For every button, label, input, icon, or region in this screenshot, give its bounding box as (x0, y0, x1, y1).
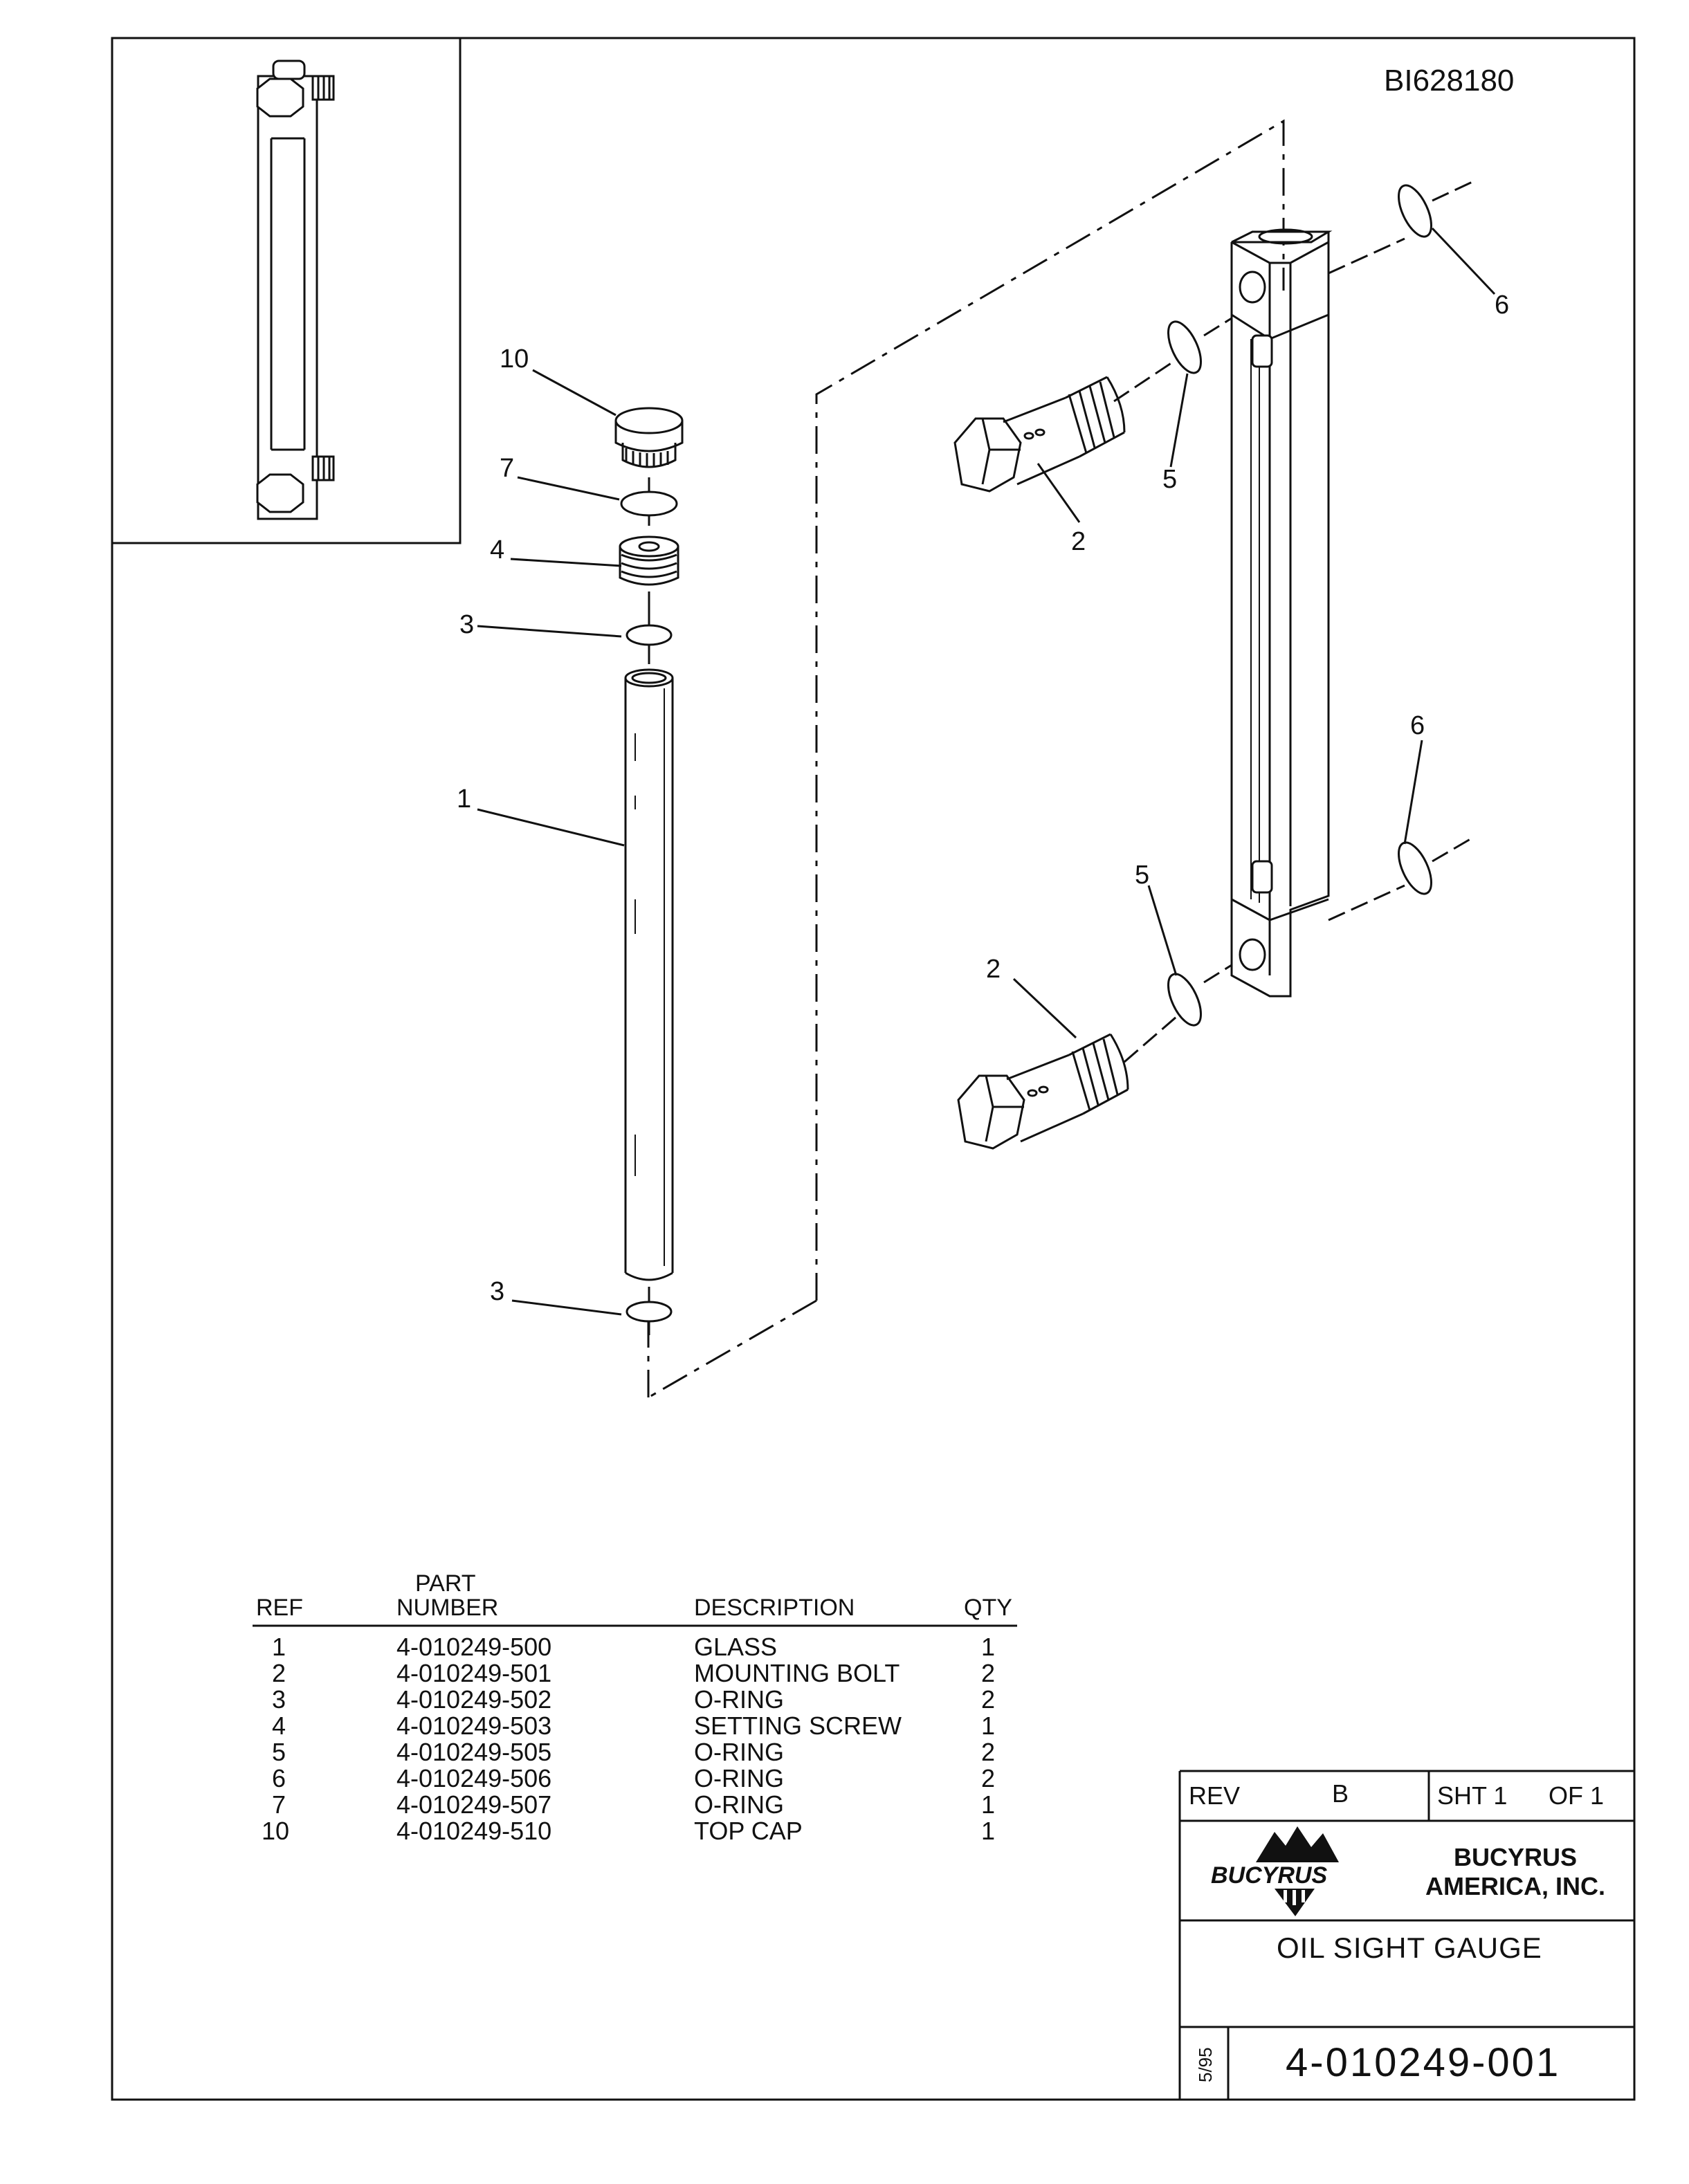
description-cell: O-RING (694, 1685, 784, 1714)
header-part-bottom: NUMBER (396, 1595, 499, 1621)
callout-2-top: 2 (1071, 527, 1086, 556)
description-cell: O-RING (694, 1738, 784, 1766)
callout-3-top: 3 (459, 610, 475, 639)
callout-4: 4 (490, 535, 505, 565)
part-number-cell: 4-010249-505 (396, 1738, 552, 1766)
part-number-cell: 4-010249-506 (396, 1764, 552, 1792)
leader-lines (477, 227, 1496, 1316)
ref-cell: 7 (272, 1790, 286, 1819)
o-ring-3-top (626, 624, 673, 646)
part-number-cell: 4-010249-501 (396, 1659, 552, 1687)
setting-screw (619, 535, 679, 586)
part-number-cell: 4-010249-503 (396, 1712, 552, 1740)
ref-cell: 2 (272, 1659, 286, 1687)
header-description: DESCRIPTION (694, 1595, 855, 1621)
part-number-cell: 4-010249-500 (396, 1633, 552, 1661)
ref-cell: 1 (272, 1633, 286, 1661)
sheet-number: SHT 1 (1437, 1781, 1508, 1810)
ref-cell: 5 (272, 1738, 286, 1766)
ref-cell: 6 (272, 1764, 286, 1792)
qty-cell: 1 (981, 1790, 996, 1819)
callout-1: 1 (457, 784, 472, 814)
company-line-1: BUCYRUS (1453, 1843, 1577, 1871)
o-ring-6-bottom (1398, 841, 1432, 895)
callout-6-bottom: 6 (1410, 711, 1425, 740)
company-line-2: AMERICA, INC. (1425, 1872, 1605, 1900)
assembly-centerline (647, 119, 1285, 1399)
rev-value: B (1332, 1779, 1349, 1808)
bucyrus-logo (1256, 1826, 1339, 1916)
qty-cell: 1 (981, 1633, 996, 1661)
description-cell: GLASS (694, 1633, 778, 1661)
thumbnail-gauge (256, 59, 335, 520)
header-part-top: PART (415, 1570, 476, 1597)
callout-10: 10 (500, 345, 529, 374)
company-name: BUCYRUS AMERICA, INC. (1412, 1843, 1619, 1901)
header-ref: REF (256, 1595, 303, 1621)
rev-label: REV (1189, 1781, 1241, 1810)
description-cell: MOUNTING BOLT (694, 1659, 900, 1687)
callout-5-bottom: 5 (1135, 861, 1150, 890)
title-block (1178, 1770, 1634, 2100)
o-ring-3-bottom (626, 1301, 673, 1323)
top-cap (614, 407, 684, 468)
qty-cell: 1 (981, 1712, 996, 1740)
drawing-id: BI628180 (1384, 64, 1515, 98)
glass-tube (624, 668, 674, 1281)
part-number-cell: 4-010249-510 (396, 1817, 552, 1845)
mounting-bolt-top (953, 376, 1126, 493)
mounting-bolt-bottom (957, 1033, 1129, 1150)
ref-cell: 4 (272, 1712, 286, 1740)
header-qty: QTY (964, 1595, 1012, 1621)
part-number-cell: 4-010249-502 (396, 1685, 552, 1714)
drawing-title: OIL SIGHT GAUGE (1277, 1931, 1542, 1964)
description-cell: O-RING (694, 1764, 784, 1792)
sheet-total: OF 1 (1549, 1781, 1605, 1810)
drawing-number: 4-010249-001 (1286, 2040, 1561, 2085)
description-cell: O-RING (694, 1790, 784, 1819)
description-cell: TOP CAP (694, 1817, 803, 1845)
ref-cell: 3 (272, 1685, 286, 1714)
callout-2-bottom: 2 (986, 955, 1001, 984)
thumbnail-frame (112, 38, 462, 544)
gauge-body (1230, 228, 1333, 998)
drawing-date: 5/95 (1195, 2047, 1216, 2082)
qty-cell: 1 (981, 1817, 996, 1845)
logo-text: BUCYRUS (1211, 1862, 1327, 1889)
o-ring-5-top (1167, 320, 1202, 374)
callout-6-top: 6 (1495, 291, 1510, 320)
callout-5-top: 5 (1162, 465, 1178, 494)
callout-7: 7 (500, 454, 515, 483)
sheet-border (111, 37, 1636, 2101)
part-number-cell: 4-010249-507 (396, 1790, 552, 1819)
qty-cell: 2 (981, 1685, 996, 1714)
o-ring-5-bottom (1167, 973, 1202, 1027)
description-cell: SETTING SCREW (694, 1712, 902, 1740)
o-ring-6-top (1398, 184, 1432, 238)
ref-cell: 10 (262, 1817, 290, 1845)
o-ring-7 (620, 490, 678, 517)
qty-cell: 2 (981, 1738, 996, 1766)
qty-cell: 2 (981, 1659, 996, 1687)
callout-3-bottom: 3 (490, 1277, 505, 1306)
qty-cell: 2 (981, 1764, 996, 1792)
